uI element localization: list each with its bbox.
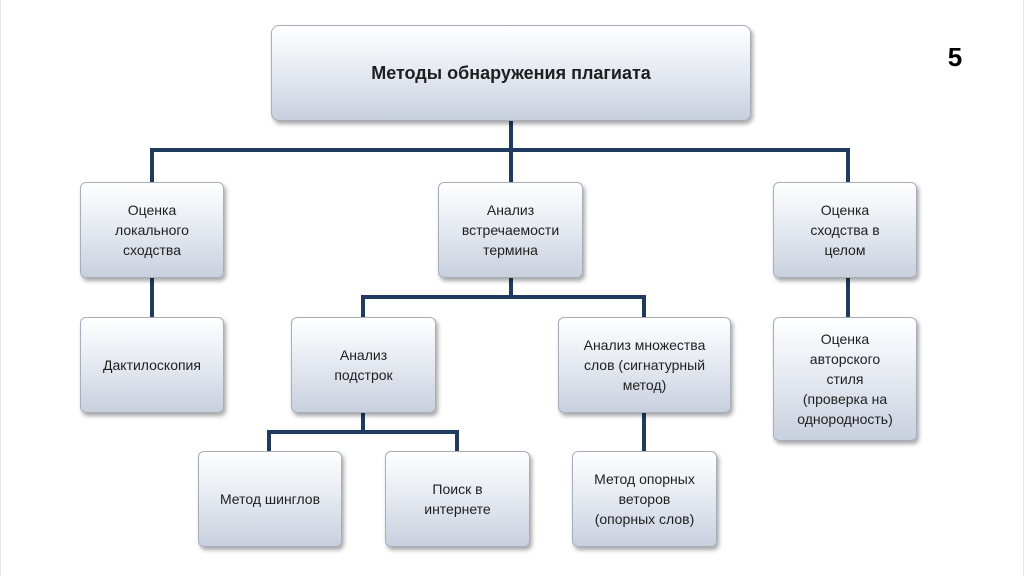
connector-term-bus [361,276,646,319]
node-shingles: Метод шинглов [198,451,342,547]
node-word-set-analysis: Анализ множества слов (сигнатурный метод… [558,317,731,413]
node-local-similarity: Оценка локального сходства [80,182,224,278]
node-support-vectors: Метод опорных веторов (опорных слов) [572,451,717,547]
node-fingerprinting: Дактилоскопия [80,317,224,413]
connector-root-bus [150,119,850,184]
node-plagiarism-detection-methods: Методы обнаружения плагиата [271,25,751,121]
node-author-style: Оценка авторского стиля (проверка на одн… [773,317,917,441]
node-overall-similarity: Оценка сходства в целом [773,182,917,278]
node-internet-search: Поиск в интернете [385,451,530,547]
node-term-occurrence: Анализ встречаемости термина [438,182,583,278]
connector-substring-bus [267,411,459,453]
page-number: 5 [947,42,963,72]
node-substring-analysis: Анализ подстрок [291,317,436,413]
